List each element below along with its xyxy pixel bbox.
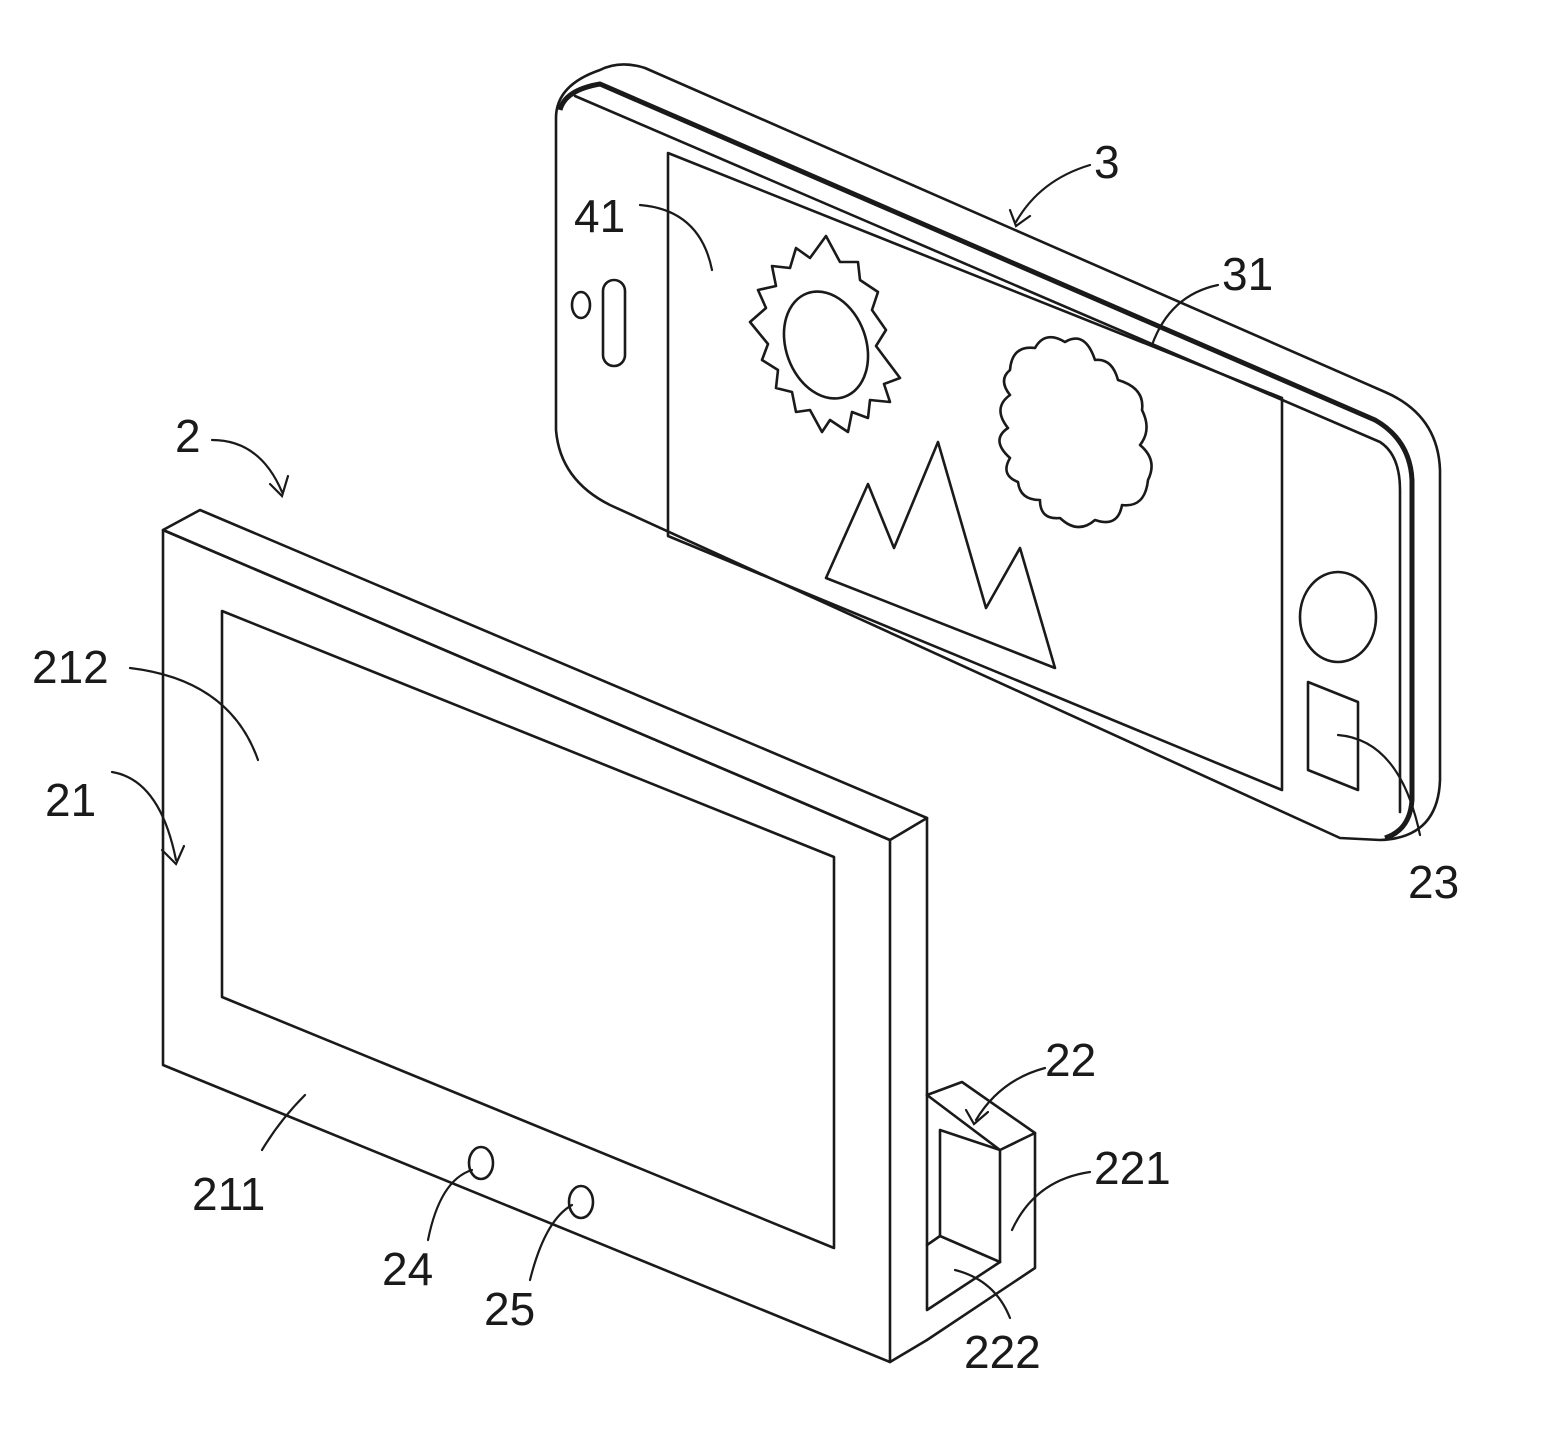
reference-labels: 2 3 41 31 212 21 23 22 221 211 24 25 222 <box>32 136 1459 1378</box>
dock-side-face <box>890 818 927 1362</box>
mountain-picture <box>826 442 1055 668</box>
dock-display-panel <box>222 611 834 1248</box>
label-25: 25 <box>484 1283 535 1335</box>
home-button <box>1300 572 1376 662</box>
mobile-phone <box>556 64 1440 840</box>
label-41: 41 <box>574 190 625 242</box>
label-212: 212 <box>32 641 109 693</box>
leader-24 <box>428 1170 472 1240</box>
dock-front-face <box>163 530 890 1362</box>
label-24: 24 <box>382 1243 433 1295</box>
phone-side-edge <box>560 84 1412 838</box>
leader-lines <box>112 165 1420 1318</box>
label-211: 211 <box>192 1168 265 1220</box>
leader-41 <box>640 205 712 270</box>
leader-221 <box>1012 1172 1090 1230</box>
arrow-3 <box>1010 210 1030 226</box>
speaker-slot <box>603 280 625 366</box>
label-22: 22 <box>1045 1034 1096 1086</box>
label-3: 3 <box>1094 136 1120 188</box>
leader-211 <box>262 1095 305 1150</box>
label-21: 21 <box>45 774 96 826</box>
leader-21 <box>112 772 176 860</box>
dock-top-face <box>163 510 927 840</box>
connector-22 <box>927 1082 1035 1340</box>
label-221: 221 <box>1094 1142 1171 1194</box>
label-31: 31 <box>1222 248 1273 300</box>
leader-212 <box>130 668 258 760</box>
sun-picture <box>750 236 900 432</box>
label-222: 222 <box>964 1326 1041 1378</box>
camera-hole <box>572 292 590 318</box>
leader-222 <box>955 1270 1010 1318</box>
phone-side-edge-inner <box>575 96 1400 812</box>
button-24 <box>469 1147 493 1179</box>
leader-3 <box>1016 165 1090 222</box>
label-2: 2 <box>175 410 201 462</box>
label-23: 23 <box>1408 856 1459 908</box>
cloud-picture <box>999 337 1151 527</box>
button-25 <box>569 1186 593 1218</box>
